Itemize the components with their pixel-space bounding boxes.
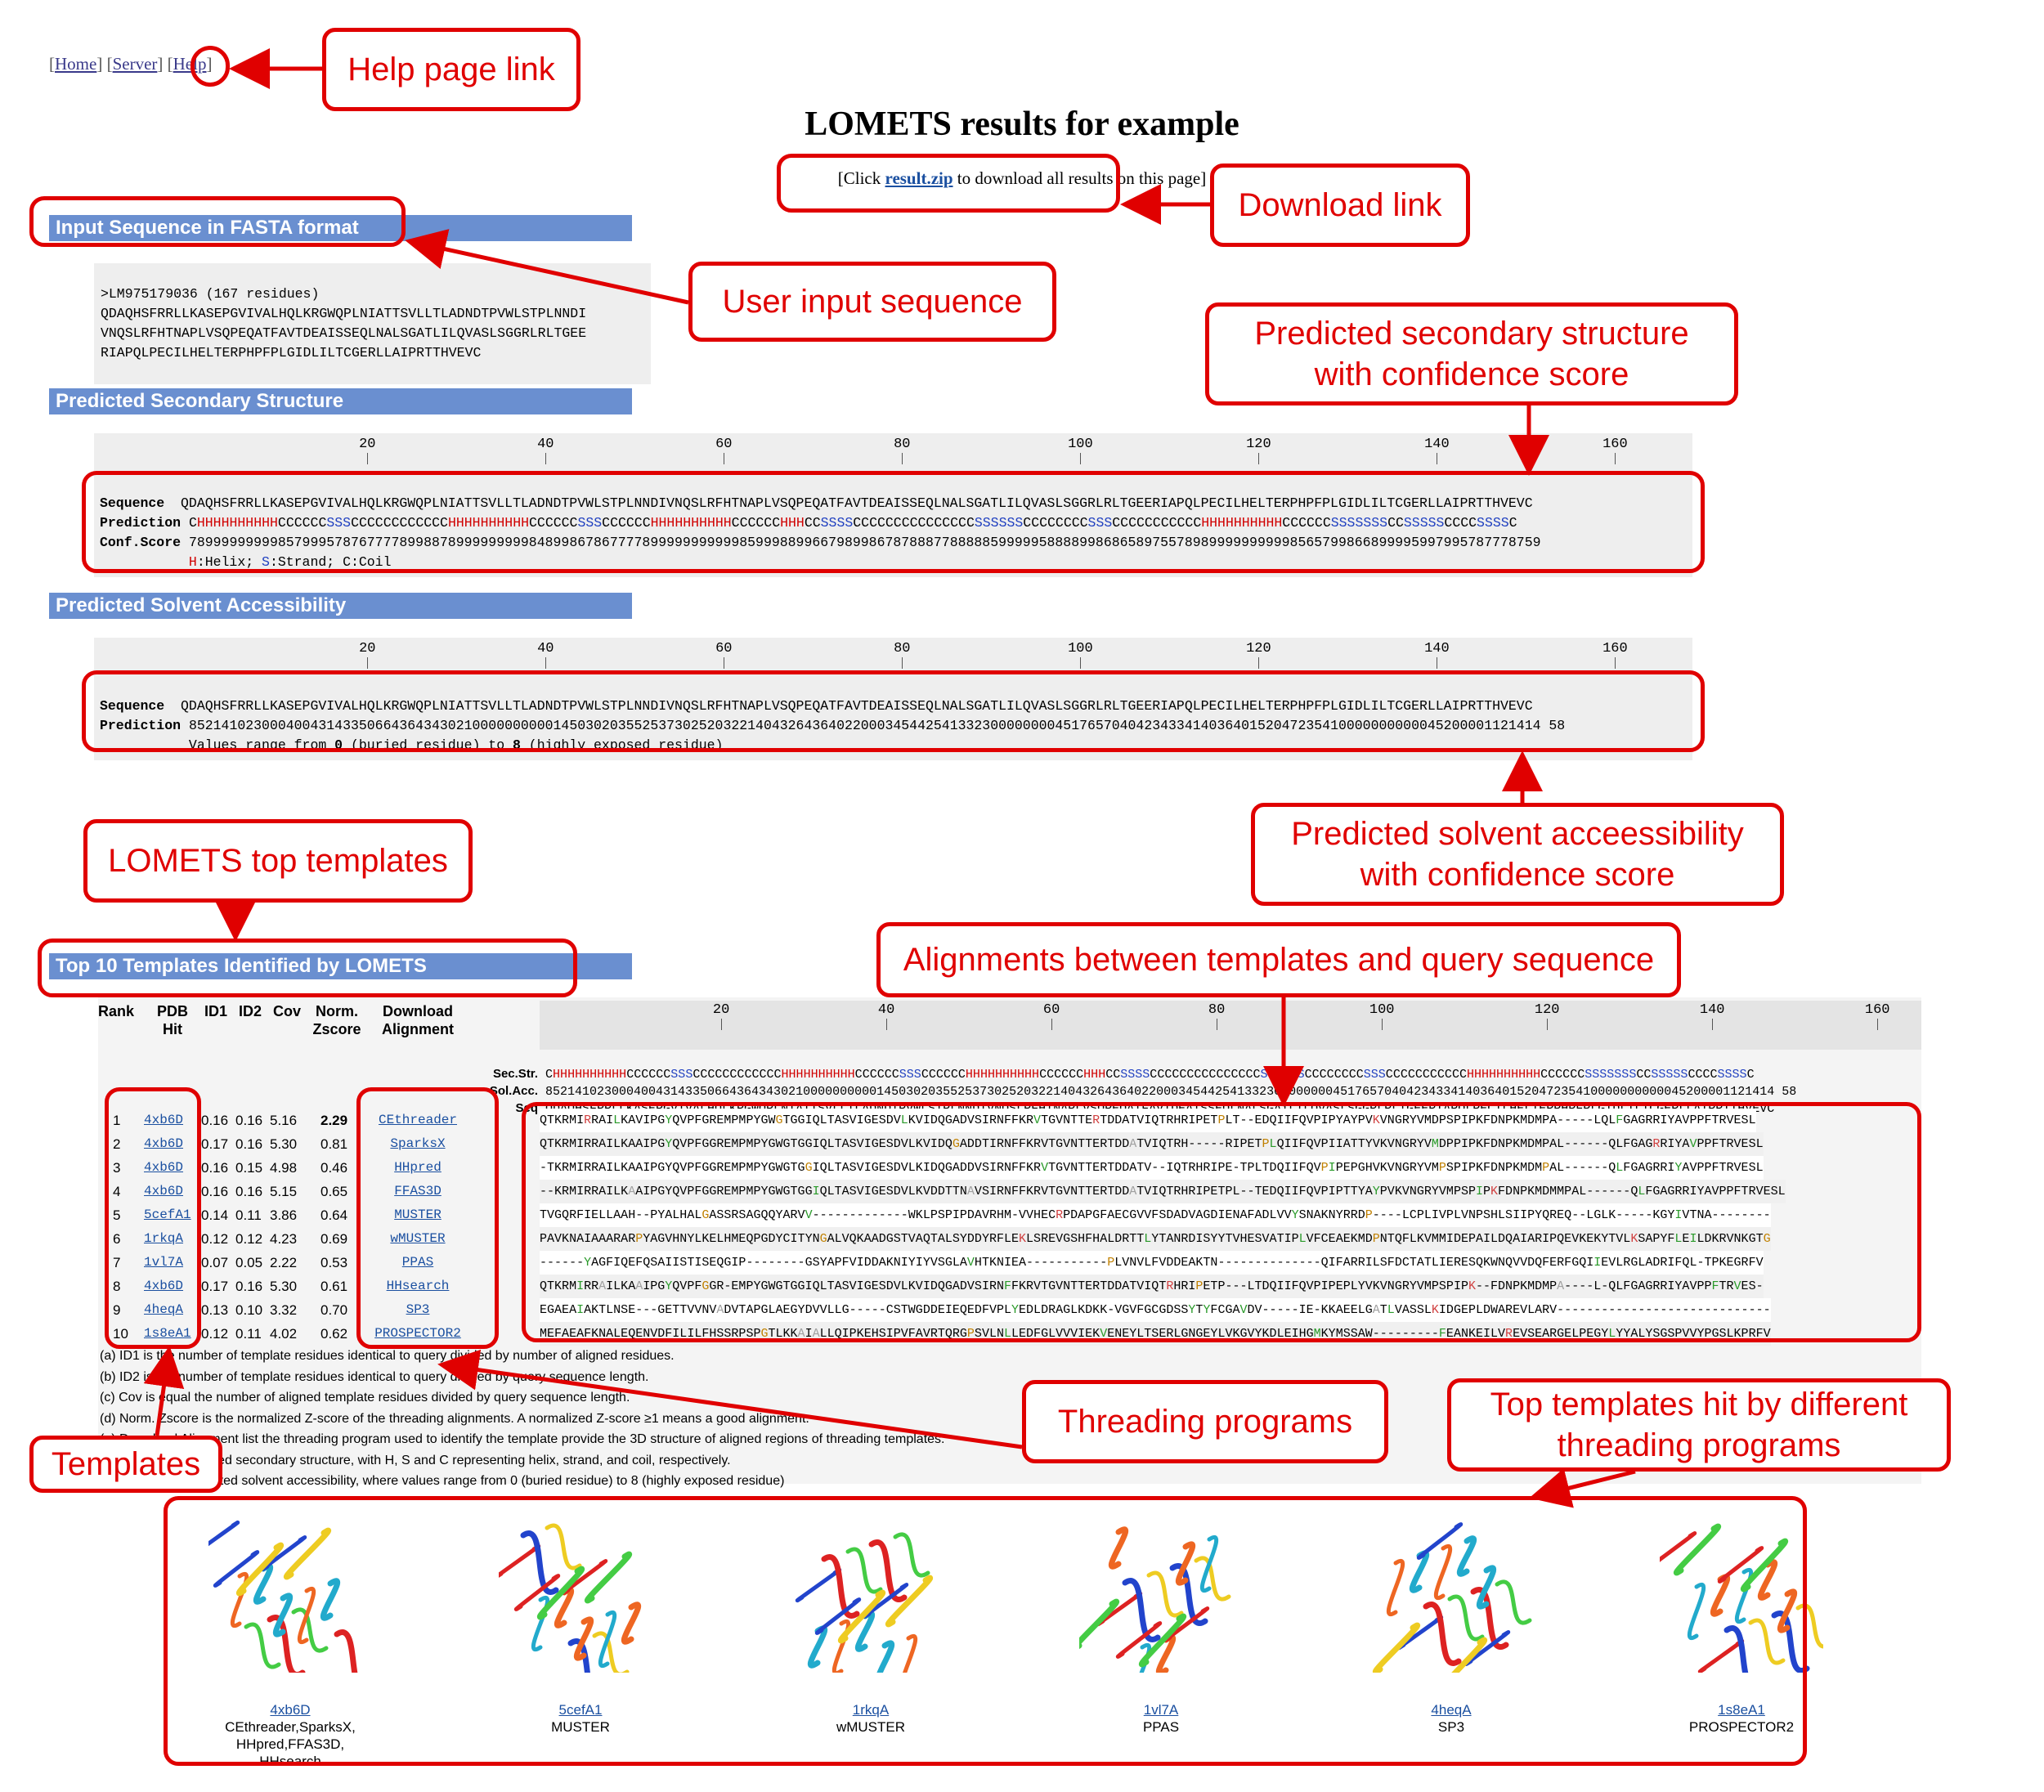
arrow-tophits bbox=[1537, 1472, 1635, 1496]
arrow-input bbox=[413, 242, 688, 302]
arrow-templates bbox=[157, 1354, 168, 1436]
arrow-threading bbox=[446, 1365, 1022, 1447]
